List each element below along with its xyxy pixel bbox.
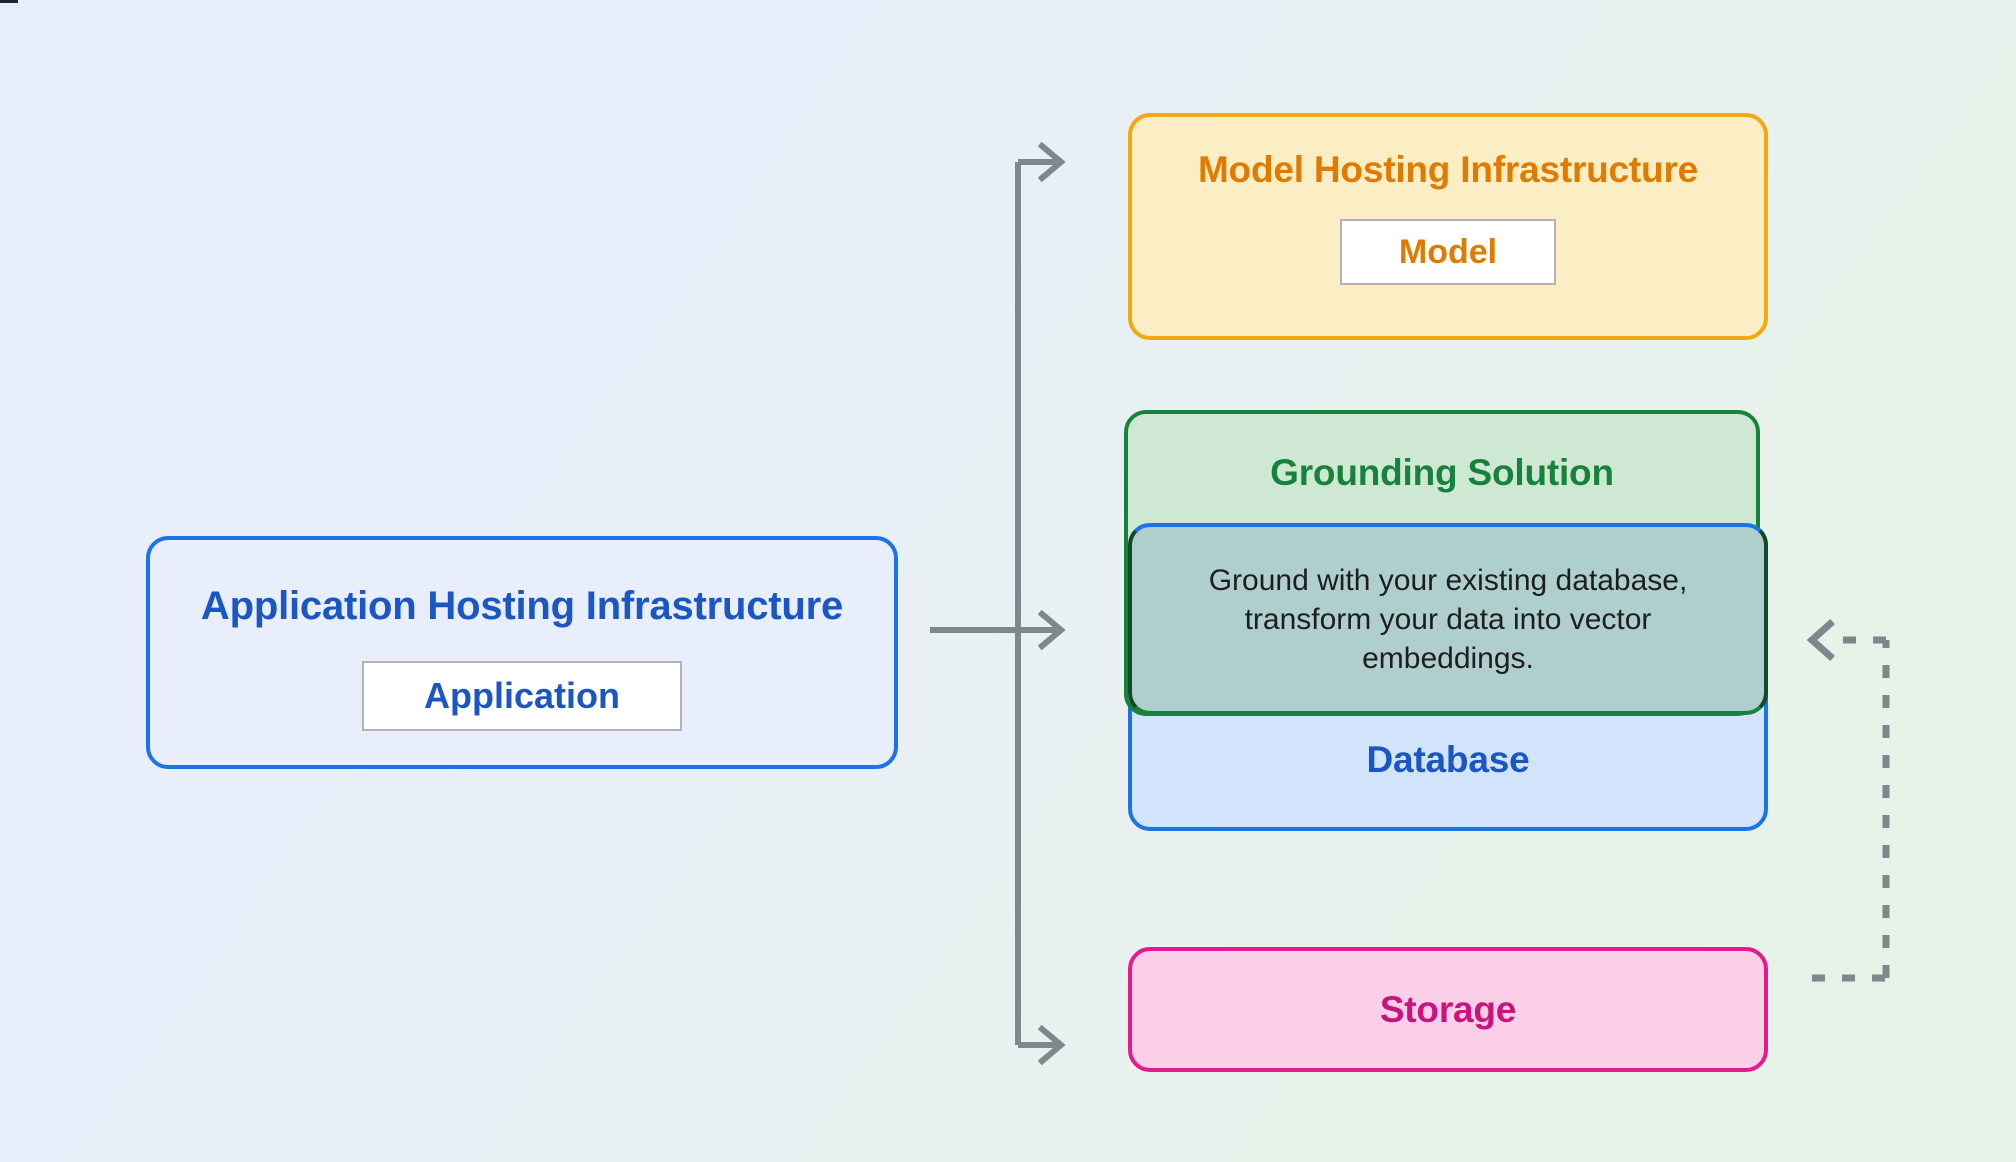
storage-box[interactable]: Storage (1128, 947, 1768, 1072)
solid-connector-arrows (930, 141, 1066, 1066)
application-hosting-title: Application Hosting Infrastructure (200, 584, 844, 628)
overlap-description-text: Ground with your existing database, tran… (1208, 563, 1688, 675)
model-hosting-infrastructure-box[interactable]: Model Hosting Infrastructure Model (1128, 113, 1768, 340)
storage-title: Storage (1379, 988, 1517, 1030)
application-chip[interactable]: Application (362, 661, 682, 731)
dashed-feedback-arrow (1806, 619, 1890, 982)
grounding-solution-title: Grounding Solution (1270, 452, 1614, 493)
model-hosting-title: Model Hosting Infrastructure (1197, 149, 1699, 190)
application-hosting-infrastructure-box[interactable]: Application Hosting Infrastructure Appli… (146, 536, 898, 769)
model-chip[interactable]: Model (1340, 219, 1556, 285)
top-left-nick (0, 0, 18, 3)
database-title: Database (1366, 739, 1530, 780)
grounding-database-overlap-panel[interactable]: Ground with your existing database, tran… (1128, 523, 1768, 715)
